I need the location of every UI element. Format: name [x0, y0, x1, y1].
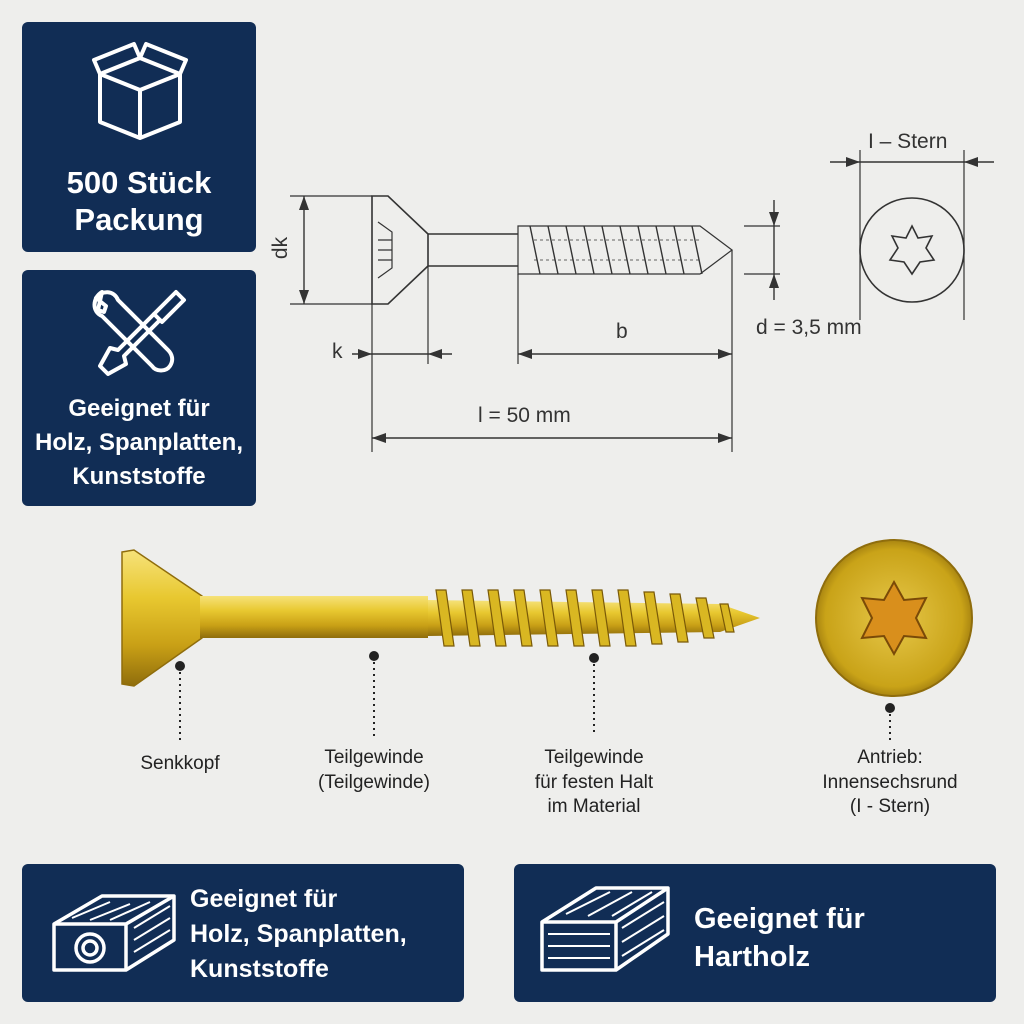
- tools-icon: [92, 290, 186, 376]
- suitable-bottom-left-line-1: Geeignet für: [190, 885, 338, 913]
- callout-thread-hold-line-1: Teilgewinde: [544, 747, 644, 768]
- pack-size-badge: 500 Stück Packung: [22, 22, 256, 252]
- callout-drive: Antrieb: Innensechsrund (I - Stern): [790, 746, 990, 820]
- wood-beam-icon: [52, 894, 176, 972]
- drawing-star-drive: [888, 224, 936, 276]
- suitable-bottom-right-line-1: Geeignet für: [694, 903, 865, 935]
- suitability-badge-top: Geeignet für Holz, Spanplatten, Kunststo…: [22, 270, 256, 506]
- suitability-badge-bottom-right: Geeignet für Hartholz: [514, 864, 996, 1002]
- screw-illustration: [121, 539, 973, 697]
- screw-shank: [200, 596, 428, 638]
- suitable-bottom-right-line-2: Hartholz: [694, 941, 810, 973]
- callout-thread-hold: Teilgewinde für festen Halt im Material: [504, 746, 684, 820]
- dim-label-k: k: [332, 340, 343, 363]
- suitability-badge-bottom-left: Geeignet für Holz, Spanplatten, Kunststo…: [22, 864, 464, 1002]
- callout-countersunk-line-1: Senkkopf: [140, 753, 220, 774]
- star-drive-socket: [860, 579, 928, 657]
- screw-technical-drawing: [290, 150, 994, 452]
- dim-label-length: l = 50 mm: [478, 404, 571, 427]
- callout-thread-hold-line-2: für festen Halt: [534, 771, 654, 793]
- callout-partial-thread-line-2: (Teilgewinde): [318, 771, 430, 793]
- suitable-top-line-3: Kunststoffe: [72, 463, 206, 490]
- dim-label-b: b: [616, 320, 628, 343]
- callout-partial-thread: Teilgewinde (Teilgewinde): [284, 746, 464, 795]
- callout-partial-thread-line-1: Teilgewinde: [324, 747, 424, 768]
- screw-thread-ridges: [435, 589, 735, 647]
- suitable-bottom-left-line-3: Kunststoffe: [190, 955, 329, 983]
- dim-label-dk: dk: [269, 236, 293, 260]
- drawing-screw-thread: [517, 225, 733, 275]
- callout-drive-line-2: Innensechsrund: [822, 771, 958, 793]
- callout-thread-hold-line-3: im Material: [547, 796, 641, 818]
- callout-leaders: [175, 651, 895, 740]
- drawing-head-top-view: [859, 197, 965, 303]
- callout-drive-line-1: Antrieb:: [857, 747, 923, 768]
- drawing-screw-shank: [428, 233, 518, 267]
- callout-countersunk-head: Senkkopf: [110, 752, 250, 777]
- pack-line-2: Packung: [74, 202, 204, 237]
- dim-label-diameter: d = 3,5 mm: [756, 316, 862, 339]
- callout-drive-line-3: (I - Stern): [849, 796, 931, 818]
- suitable-bottom-left-line-2: Holz, Spanplatten,: [190, 920, 407, 948]
- suitable-top-line-2: Holz, Spanplatten,: [34, 429, 243, 456]
- box-icon: [92, 42, 188, 140]
- dim-label-drive: I – Stern: [868, 130, 948, 153]
- suitable-top-line-1: Geeignet für: [68, 395, 210, 422]
- pack-line-1: 500 Stück: [66, 165, 212, 200]
- wood-plank-icon: [540, 886, 670, 972]
